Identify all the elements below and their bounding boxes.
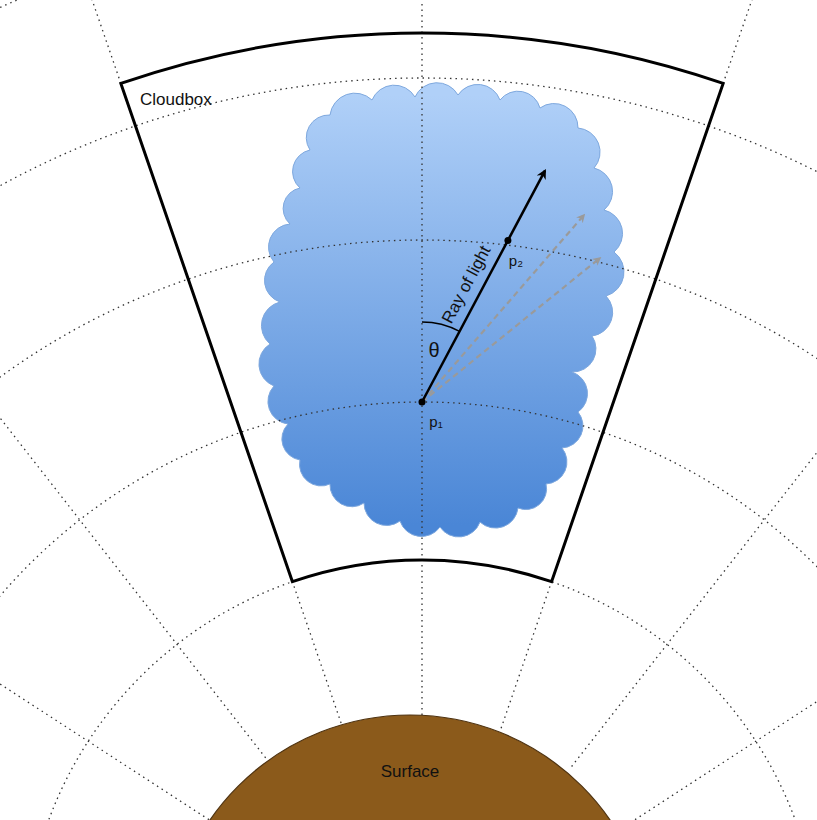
- grid-radial: [626, 196, 817, 820]
- grid-arc: [0, 402, 817, 820]
- surface-body: Surface: [170, 712, 670, 820]
- cloudbox-sector: Cloudbox: [110, 28, 735, 590]
- grid-radial: [421, 0, 422, 715]
- grid-radial: [658, 619, 817, 820]
- alternate-ray: [422, 258, 600, 402]
- grid-radial: [0, 0, 343, 728]
- cloudbox-border: [121, 33, 723, 582]
- grid-radial: [0, 619, 186, 820]
- grid-arc: [0, 78, 817, 820]
- grid-arc: [0, 240, 817, 820]
- surface-label: Surface: [381, 762, 440, 782]
- region-label: Cloudbox: [140, 90, 212, 110]
- cloud-shape: [259, 83, 624, 537]
- light-ray: [422, 171, 545, 402]
- angle-symbol: θ: [428, 339, 439, 361]
- point-label: p₂: [509, 253, 523, 270]
- grid-radial: [0, 0, 272, 767]
- point-dot: [504, 237, 511, 244]
- grid-radial: [501, 0, 817, 728]
- grid-radial: [0, 196, 218, 820]
- grid-arc: [24, 560, 817, 820]
- point-label: p₁: [429, 414, 442, 431]
- point-dot: [419, 399, 426, 406]
- grid-radial: [572, 0, 817, 767]
- alternate-ray: [422, 215, 584, 402]
- surface-disc: [170, 715, 653, 820]
- cloudbox-outline: [110, 28, 735, 590]
